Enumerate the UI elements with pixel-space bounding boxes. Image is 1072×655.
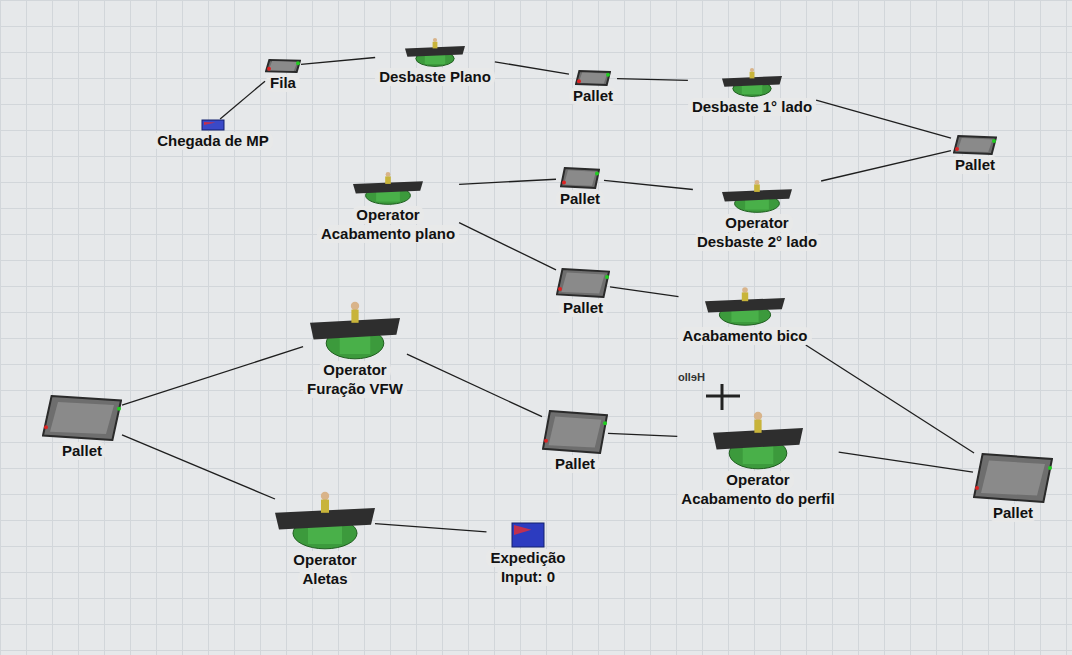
pallet-node: Pallet bbox=[542, 410, 608, 473]
flow-connector bbox=[122, 435, 275, 499]
station-node: Acabamento bico bbox=[678, 286, 811, 345]
flow-connector bbox=[220, 81, 265, 119]
flow-connector bbox=[301, 58, 375, 65]
object-label: Pallet bbox=[58, 442, 106, 460]
pallet-node: Pallet bbox=[556, 268, 610, 317]
object-label: Pallet bbox=[989, 504, 1037, 522]
pallet-node: Pallet bbox=[42, 395, 122, 460]
machine-icon bbox=[705, 286, 785, 326]
pallet-node: Pallet bbox=[569, 70, 617, 105]
flow-connector bbox=[459, 179, 556, 184]
flow-connector bbox=[407, 354, 542, 417]
object-label: Pallet bbox=[569, 87, 617, 105]
station-node: OperatorFuração VFW bbox=[303, 300, 407, 398]
flow-connector bbox=[608, 433, 677, 436]
flow-connector bbox=[122, 347, 303, 405]
pallet-icon bbox=[42, 395, 122, 441]
station-node: OperatorAcabamento do perfil bbox=[677, 410, 838, 508]
station-node: OperatorAcabamento plano bbox=[317, 171, 459, 243]
flow-connector bbox=[604, 180, 693, 189]
pallet-node: Pallet bbox=[556, 167, 604, 208]
object-label: Operator bbox=[722, 471, 793, 489]
machine-icon bbox=[722, 179, 792, 213]
machine-icon bbox=[353, 171, 423, 205]
axis-cross bbox=[706, 384, 740, 410]
pallet-icon bbox=[973, 453, 1053, 503]
flow-connector bbox=[816, 100, 951, 138]
object-label: Chegada de MP bbox=[153, 132, 273, 150]
object-label: Pallet bbox=[559, 299, 607, 317]
pallet-icon bbox=[542, 410, 608, 454]
flow-connector bbox=[617, 79, 688, 81]
machine-icon bbox=[405, 37, 465, 67]
machine-icon bbox=[310, 300, 400, 360]
object-label: Acabamento bico bbox=[678, 327, 811, 345]
pallet-icon bbox=[575, 70, 611, 86]
flow-connector bbox=[839, 452, 973, 472]
sink-icon bbox=[511, 522, 545, 548]
station-node: OperatorAletas bbox=[275, 490, 375, 588]
object-label: Desbaste 1° lado bbox=[688, 98, 816, 116]
flow-connector bbox=[375, 524, 486, 532]
pallet-node: Fila bbox=[265, 59, 301, 92]
object-label: Pallet bbox=[951, 156, 999, 174]
flow-connector bbox=[495, 62, 569, 74]
object-label: Fila bbox=[266, 74, 300, 92]
station-node: OperatorDesbaste 2° lado bbox=[693, 179, 821, 251]
object-label: Expedição bbox=[486, 549, 569, 567]
station-node: Desbaste 1° lado bbox=[688, 67, 816, 116]
flow-connector bbox=[806, 345, 974, 453]
object-label: Pallet bbox=[551, 455, 599, 473]
flow-connector bbox=[459, 223, 556, 270]
machine-icon bbox=[275, 490, 375, 550]
object-label: Operator bbox=[352, 206, 423, 224]
machine-icon bbox=[722, 67, 782, 97]
flow-connector bbox=[610, 287, 678, 297]
object-label: Operator bbox=[289, 551, 360, 569]
object-label: Acabamento do perfil bbox=[677, 490, 838, 508]
station-node: ExpediçãoInput: 0 bbox=[486, 522, 569, 586]
station-node: Chegada de MP bbox=[153, 119, 273, 150]
pallet-icon bbox=[265, 59, 301, 73]
object-label: Furação VFW bbox=[303, 380, 407, 398]
source-icon bbox=[201, 119, 225, 131]
object-label: Operator bbox=[319, 361, 390, 379]
station-node: Desbaste Plano bbox=[375, 37, 495, 86]
object-label: Desbaste 2° lado bbox=[693, 233, 821, 251]
mirrored-text: Hello bbox=[678, 371, 705, 383]
flow-connector bbox=[821, 151, 951, 181]
pallet-node: Pallet bbox=[951, 135, 999, 174]
pallet-icon bbox=[556, 268, 610, 298]
object-label: Aletas bbox=[298, 570, 351, 588]
machine-icon bbox=[713, 410, 803, 470]
pallet-icon bbox=[953, 135, 997, 155]
object-label: Input: 0 bbox=[497, 568, 559, 586]
object-label: Pallet bbox=[556, 190, 604, 208]
object-label: Desbaste Plano bbox=[375, 68, 495, 86]
pallet-icon bbox=[560, 167, 600, 189]
object-label: Acabamento plano bbox=[317, 225, 459, 243]
object-label: Operator bbox=[721, 214, 792, 232]
pallet-node: Pallet bbox=[973, 453, 1053, 522]
